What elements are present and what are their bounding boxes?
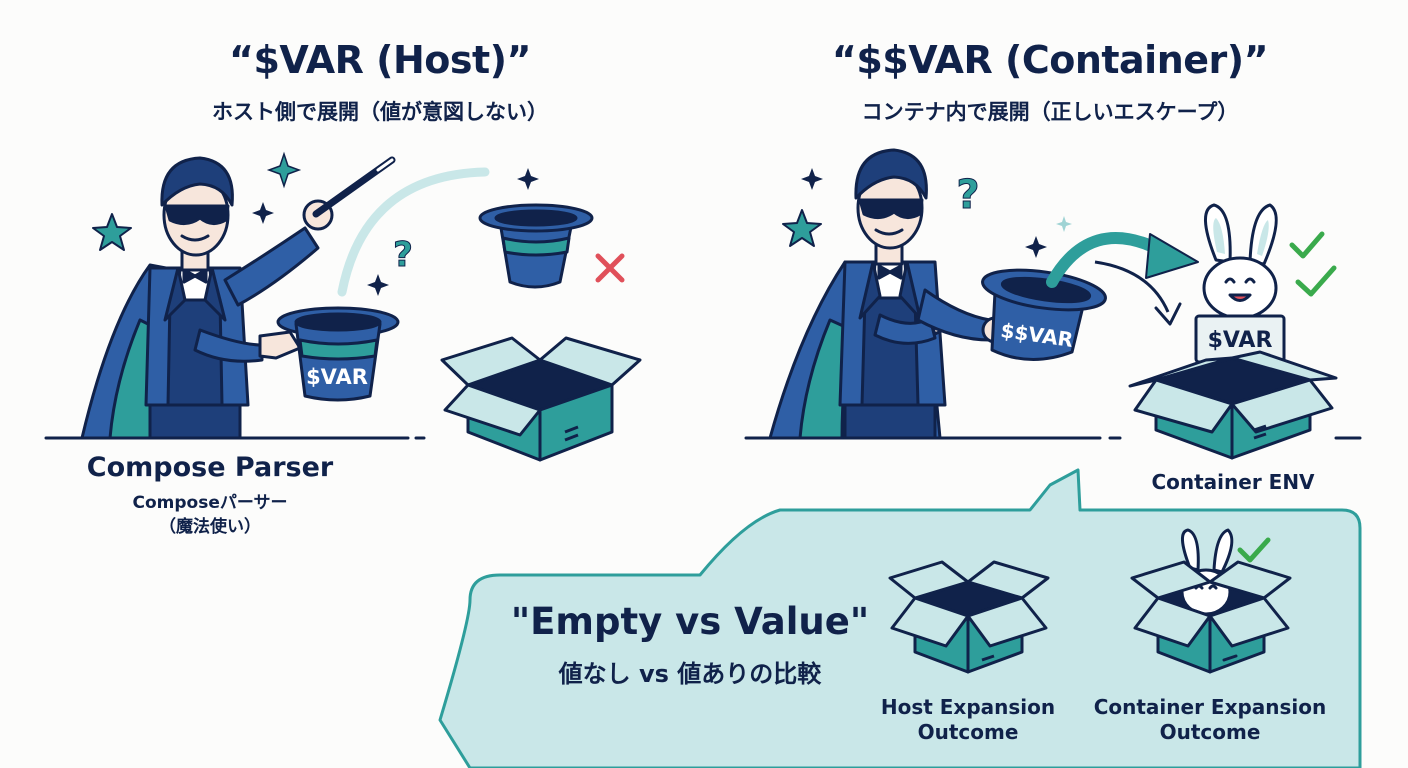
right-container-box <box>1128 350 1338 460</box>
check-icon <box>1295 265 1337 297</box>
parser-role: （魔法使い） <box>159 517 261 537</box>
red-x-icon <box>595 253 625 283</box>
comparison-subtitle: 値なし vs 値ありの比較 <box>558 660 822 688</box>
sparkle-icon <box>367 274 389 296</box>
left-subtitle: ホスト側で展開（値が意図しない） <box>212 100 548 124</box>
sparkle-icon <box>266 151 302 189</box>
container-outcome-label-line2: Outcome <box>1159 720 1261 744</box>
host-outcome-box <box>888 560 1050 674</box>
container-outcome-box <box>1130 528 1292 674</box>
sparkle-icon <box>252 202 274 224</box>
rabbit-sign-label: $VAR <box>1208 328 1273 353</box>
left-magician <box>80 156 396 440</box>
right-subtitle: コンテナ内で展開（正しいエスケープ） <box>861 100 1239 124</box>
host-outcome-label-line2: Outcome <box>917 720 1019 744</box>
star-icon <box>782 209 822 247</box>
right-arc-arrow <box>1046 232 1166 288</box>
sparkle-icon <box>801 168 823 190</box>
left-hat-label: $VAR <box>306 365 368 389</box>
comparison-title: "Empty vs Value" <box>510 600 870 643</box>
container-env-label: Container ENV <box>1151 470 1315 494</box>
left-magic-hat <box>276 306 400 402</box>
star-icon <box>92 213 132 251</box>
sparkle-icon <box>517 168 539 190</box>
parser-jp: Composeパーサー <box>132 493 288 513</box>
check-icon <box>1237 537 1271 563</box>
check-icon <box>1289 231 1325 259</box>
left-empty-box <box>440 336 642 462</box>
container-outcome-label-line1: Container Expansion <box>1093 695 1327 719</box>
sparkle-icon <box>1025 236 1047 258</box>
left-empty-hat <box>478 203 594 289</box>
left-title: “$VAR (Host)” <box>228 38 532 82</box>
right-title: “$$VAR (Container)” <box>831 38 1269 82</box>
question-mark-icon: ? <box>393 235 413 275</box>
host-outcome-label-line1: Host Expansion <box>880 695 1056 719</box>
left-flight-arc <box>337 167 490 297</box>
right-magic-hat <box>981 268 1107 361</box>
sparkle-icon <box>1056 216 1072 232</box>
parser-name: Compose Parser <box>86 452 334 483</box>
question-mark-icon: ? <box>956 172 979 218</box>
